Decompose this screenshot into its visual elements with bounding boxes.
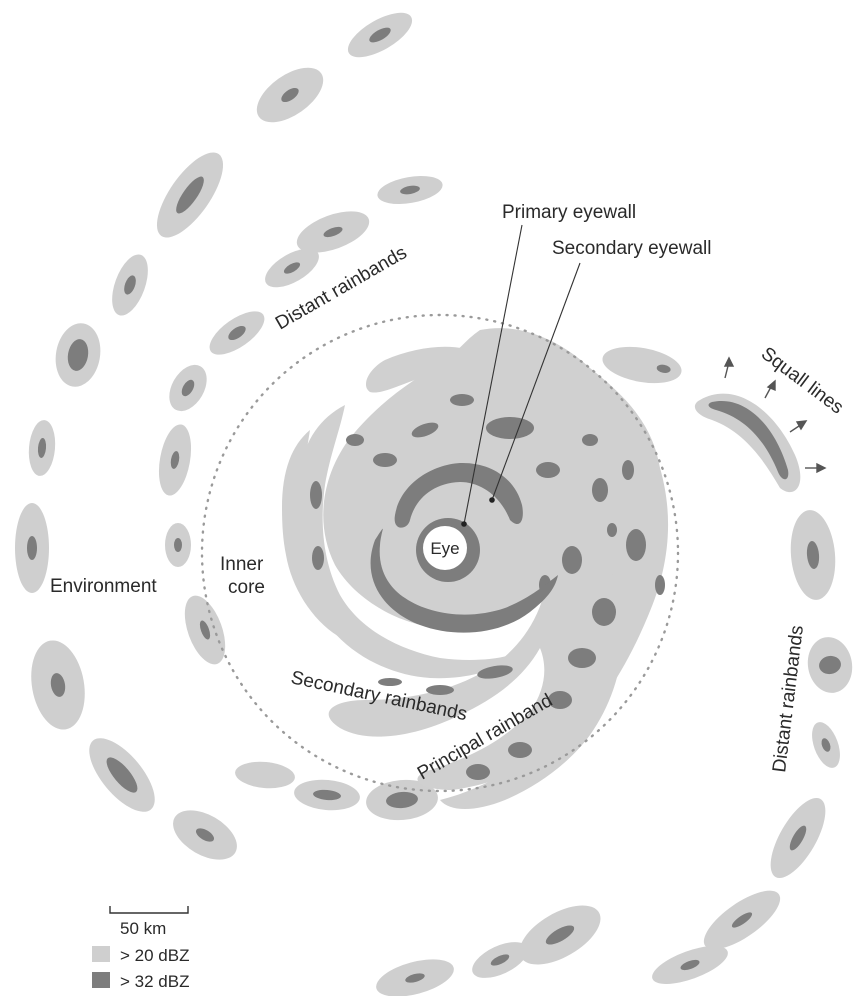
squall-lines-label: Squall lines [757,343,847,418]
environment-label: Environment [50,576,157,597]
legend-swatch-dark [92,972,110,988]
outer-rainband-cells-left [15,12,413,860]
legend-swatch-light [92,946,110,962]
eye-label: Eye [430,539,459,558]
squall-line [694,393,801,493]
scale-bar: 50 km [109,906,189,938]
legend-label-dark: > 32 dBZ [120,972,189,991]
distant-rainbands-right-label: Distant rainbands [769,624,808,773]
secondary-eyewall-label: Secondary eyewall [552,238,711,259]
inner-core-label-line1: Inner [220,554,264,575]
inner-core-boundary [200,313,680,793]
legend-label-light: > 20 dBZ [120,946,189,965]
primary-eyewall-label: Primary eyewall [502,202,636,223]
inner-core-echoes [282,328,669,809]
scale-bar-label: 50 km [120,919,166,938]
leader-lines [461,224,581,527]
squall-arrows [723,356,827,474]
right-rainband-cells [376,346,853,996]
inner-core-label-line2: core [228,577,265,598]
middle-rainband-cells [158,175,443,821]
legend: > 20 dBZ > 32 dBZ [92,946,189,991]
